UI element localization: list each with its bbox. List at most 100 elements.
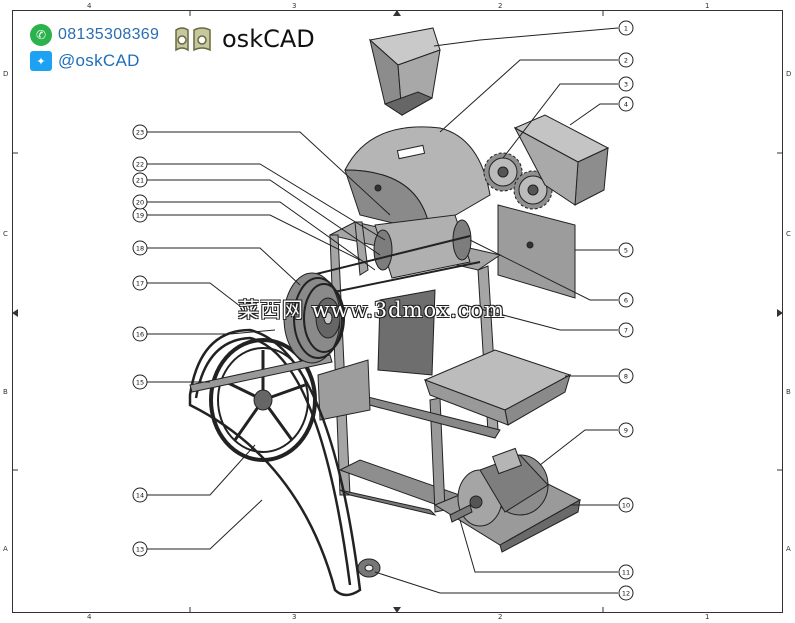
callout-circle [132, 124, 148, 140]
motor-part [433, 447, 582, 553]
callout-circle [618, 292, 634, 308]
callout-circle [132, 240, 148, 256]
callout-11: 11 [618, 564, 634, 580]
gear-guard-part [513, 114, 610, 206]
callout-number: 7 [624, 327, 628, 335]
row-label: C [3, 230, 8, 238]
row-label: A [786, 545, 791, 553]
phone-number: 08135308369 [58, 26, 160, 43]
callout-number: 19 [136, 212, 144, 220]
phone-row: ✆ 08135308369 [30, 22, 159, 48]
callout-circle [132, 194, 148, 210]
callout-1: 1 [618, 20, 634, 36]
callout-number: 2 [624, 57, 628, 65]
centering-marks [12, 10, 783, 613]
callout-12: 12 [618, 585, 634, 601]
whatsapp-icon: ✆ [30, 24, 52, 46]
leader-lines [146, 27, 619, 594]
callout-8: 8 [618, 368, 634, 384]
callout-circle [618, 368, 634, 384]
callout-number: 4 [624, 101, 628, 109]
callout-16: 16 [132, 326, 148, 342]
motor-shaft-part [449, 504, 473, 523]
twitter-bird-icon: ✦ [30, 51, 52, 71]
callout-14: 14 [132, 487, 148, 503]
callout-circle [132, 172, 148, 188]
row-label: B [786, 388, 791, 396]
callout-22: 22 [132, 156, 148, 172]
callout-circle [132, 374, 148, 390]
twitter-row: ✦ @oskCAD [30, 48, 159, 74]
callout-23: 23 [132, 124, 148, 140]
large-pulley-part [209, 338, 317, 462]
side-plate-part [497, 204, 576, 299]
column-label: 4 [87, 613, 92, 621]
callout-number: 22 [136, 161, 144, 169]
twitter-handle: @oskCAD [58, 51, 140, 70]
callout-number: 9 [624, 427, 628, 435]
callout-circle [132, 156, 148, 172]
callout-20: 20 [132, 194, 148, 210]
callout-circle [618, 322, 634, 338]
callout-21: 21 [132, 172, 148, 188]
row-label: A [3, 545, 8, 553]
column-label: 3 [292, 613, 297, 621]
outlet-chute-part [423, 349, 572, 426]
column-label: 2 [498, 613, 503, 621]
callout-number: 5 [624, 247, 628, 255]
callout-6: 6 [618, 292, 634, 308]
row-label: B [3, 388, 8, 396]
callout-number: 11 [622, 569, 630, 577]
callout-circle [618, 422, 634, 438]
column-label: 1 [705, 613, 710, 621]
callout-number: 18 [136, 245, 144, 253]
callout-circle [132, 487, 148, 503]
callout-number: 10 [622, 502, 630, 510]
callout-7: 7 [618, 322, 634, 338]
hopper-part [368, 27, 441, 116]
callout-number: 1 [624, 25, 628, 33]
motor-pulley-part [357, 558, 381, 578]
callout-circle [618, 76, 634, 92]
contact-block: ✆ 08135308369 ✦ @oskCAD [30, 22, 159, 74]
row-label: D [786, 70, 792, 78]
callout-number: 3 [624, 81, 628, 89]
callout-number: 12 [622, 590, 630, 598]
callout-4: 4 [618, 96, 634, 112]
callout-circle [618, 52, 634, 68]
logo-mark-icon [175, 27, 211, 52]
callout-number: 23 [136, 129, 144, 137]
logo-text: oskCAD [222, 25, 315, 53]
column-label: 1 [705, 2, 710, 10]
row-label: D [3, 70, 9, 78]
callout-number: 8 [624, 373, 628, 381]
row-label: C [786, 230, 791, 238]
drive-shaft-part [189, 354, 333, 393]
callout-circle [132, 275, 148, 291]
callout-13: 13 [132, 541, 148, 557]
brand-logo: oskCAD [172, 24, 315, 54]
watermark: 菜西网 www.3dmox.com [238, 298, 505, 322]
roller-assembly-part [299, 214, 481, 376]
callout-circle [618, 497, 634, 513]
callout-number: 15 [136, 379, 144, 387]
callout-number: 13 [136, 546, 144, 554]
callout-circle [618, 242, 634, 258]
callout-number: 14 [136, 492, 144, 500]
callout-number: 21 [136, 177, 144, 185]
callout-number: 16 [136, 331, 144, 339]
callout-number: 17 [136, 280, 144, 288]
column-label: 2 [498, 2, 503, 10]
column-label: 3 [292, 2, 297, 10]
callout-5: 5 [618, 242, 634, 258]
callout-number: 6 [624, 297, 628, 305]
callout-circle [618, 585, 634, 601]
callout-17: 17 [132, 275, 148, 291]
callout-circle [618, 96, 634, 112]
callout-circle [132, 541, 148, 557]
callout-15: 15 [132, 374, 148, 390]
cover-hood-part [344, 126, 491, 233]
callout-circle [132, 326, 148, 342]
